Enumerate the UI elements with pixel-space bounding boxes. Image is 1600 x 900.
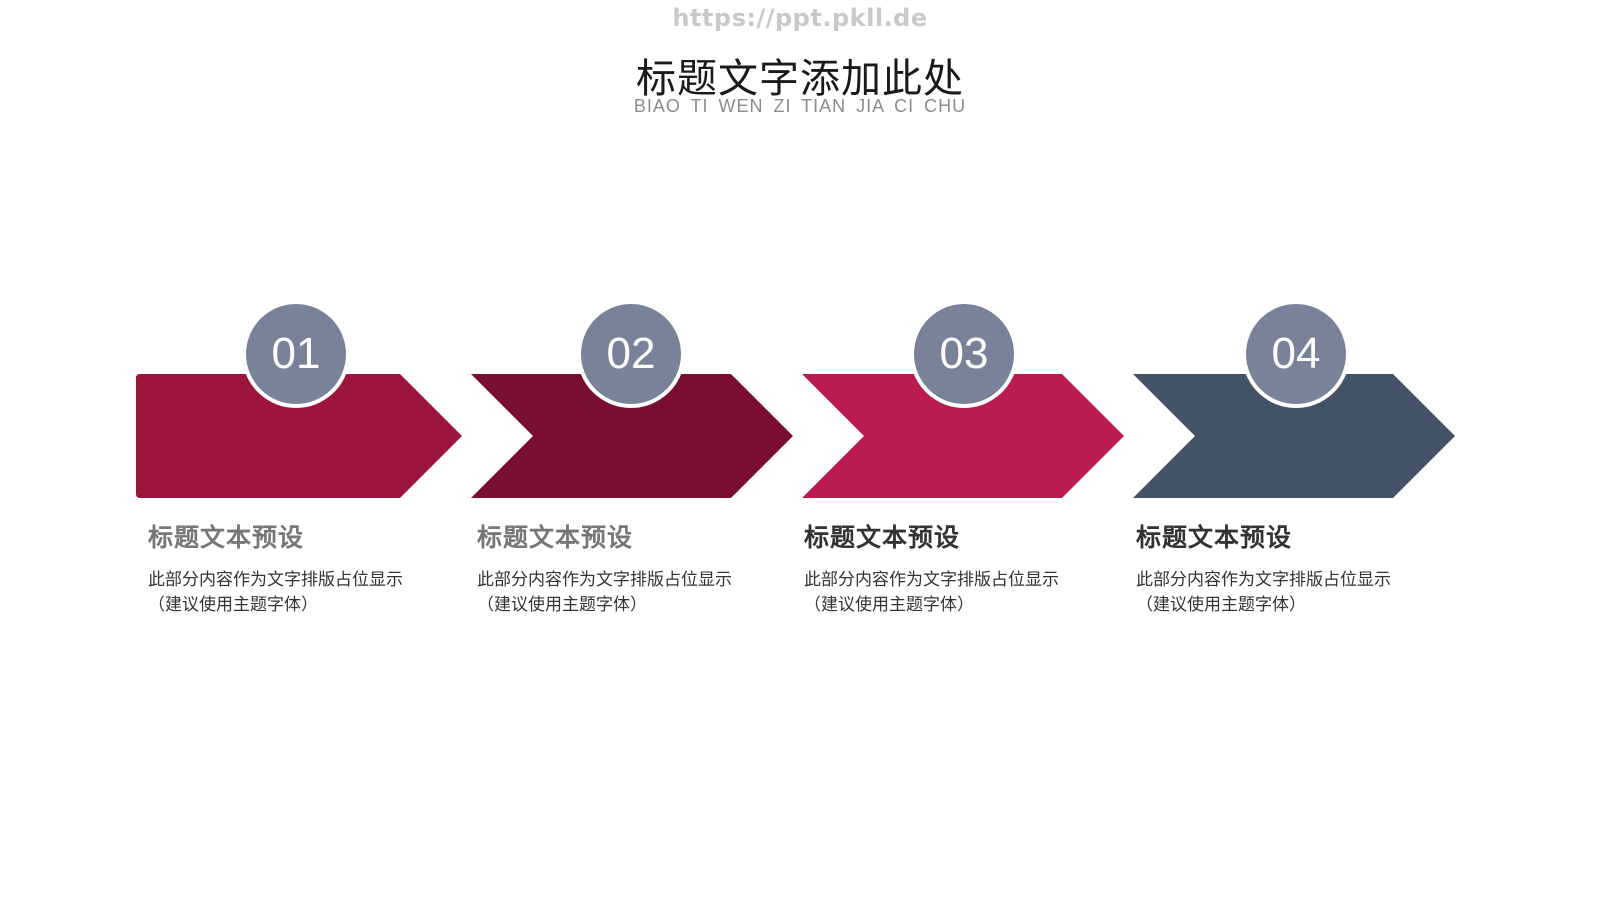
step-3-title: 标题文本预设 bbox=[804, 523, 961, 552]
step-2-description: 此部分内容作为文字排版占位显示 （建议使用主题字体） bbox=[477, 568, 732, 618]
step-2-description-line-2: （建议使用主题字体） bbox=[477, 595, 647, 615]
step-4-description: 此部分内容作为文字排版占位显示 （建议使用主题字体） bbox=[1136, 568, 1391, 618]
step-1-number-badge: 01 bbox=[242, 300, 350, 408]
step-1-description: 此部分内容作为文字排版占位显示 （建议使用主题字体） bbox=[148, 568, 403, 618]
step-3-chevron-shape bbox=[802, 374, 1124, 498]
process-step-2: 02 标题文本预设 此部分内容作为文字排版占位显示 （建议使用主题字体） bbox=[471, 300, 811, 620]
step-2-number-badge: 02 bbox=[577, 300, 685, 408]
step-2-chevron-shape bbox=[471, 374, 793, 498]
step-2-title: 标题文本预设 bbox=[477, 523, 634, 552]
process-step-3: 03 标题文本预设 此部分内容作为文字排版占位显示 （建议使用主题字体） bbox=[802, 300, 1142, 620]
step-4-description-line-1: 此部分内容作为文字排版占位显示 bbox=[1136, 570, 1391, 590]
step-1-description-line-2: （建议使用主题字体） bbox=[148, 595, 318, 615]
step-3-description-line-2: （建议使用主题字体） bbox=[804, 595, 974, 615]
step-1-description-line-1: 此部分内容作为文字排版占位显示 bbox=[148, 570, 403, 590]
page-title: 标题文字添加此处 bbox=[636, 56, 964, 102]
step-1-arrow-shape bbox=[136, 374, 462, 498]
step-4-description-line-2: （建议使用主题字体） bbox=[1136, 595, 1306, 615]
step-3-description: 此部分内容作为文字排版占位显示 （建议使用主题字体） bbox=[804, 568, 1059, 618]
step-4-title: 标题文本预设 bbox=[1136, 523, 1293, 552]
step-2-description-line-1: 此部分内容作为文字排版占位显示 bbox=[477, 570, 732, 590]
page-subtitle: BIAO TI WEN ZI TIAN JIA CI CHU bbox=[633, 96, 967, 116]
process-step-4: 04 标题文本预设 此部分内容作为文字排版占位显示 （建议使用主题字体） bbox=[1133, 300, 1473, 620]
process-step-1: 01 标题文本预设 此部分内容作为文字排版占位显示 （建议使用主题字体） bbox=[136, 300, 476, 620]
step-4-number-badge: 04 bbox=[1242, 300, 1350, 408]
step-3-number-badge: 03 bbox=[910, 300, 1018, 408]
step-1-title: 标题文本预设 bbox=[148, 523, 305, 552]
step-4-chevron-shape bbox=[1133, 374, 1455, 498]
watermark-url: https://ppt.pkll.de bbox=[672, 4, 928, 32]
step-3-description-line-1: 此部分内容作为文字排版占位显示 bbox=[804, 570, 1059, 590]
